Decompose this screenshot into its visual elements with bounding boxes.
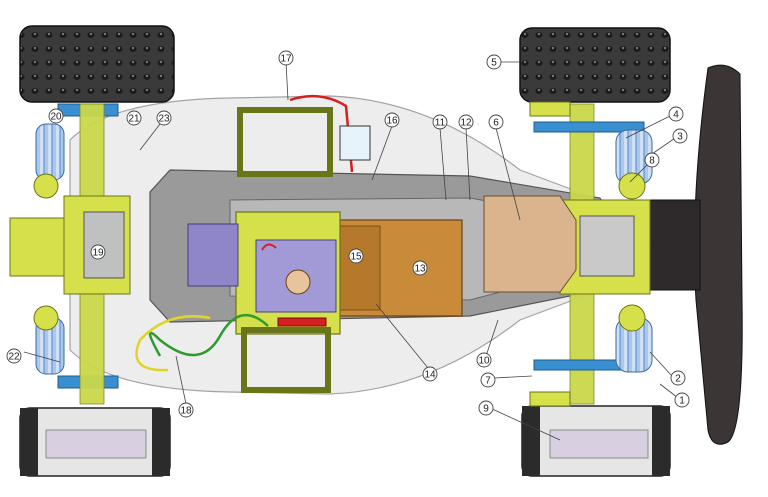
- rear-tire-top: [20, 26, 174, 102]
- callout-label-19: 19: [92, 248, 104, 259]
- motor-pinion: [286, 270, 310, 294]
- callout-label-10: 10: [478, 356, 490, 367]
- callout-marker-16: 16: [385, 113, 399, 127]
- callout-label-16: 16: [386, 116, 398, 127]
- callout-marker-19: 19: [91, 245, 105, 259]
- callout-label-14: 14: [424, 370, 436, 381]
- callout-label-21: 21: [128, 114, 140, 125]
- callout-marker-8: 8: [645, 153, 659, 167]
- callout-marker-7: 7: [481, 373, 495, 387]
- rear-tire-bottom: [20, 408, 170, 476]
- callout-marker-20: 20: [49, 109, 63, 123]
- callout-marker-10: 10: [477, 353, 491, 367]
- callout-label-5: 5: [491, 58, 497, 69]
- callout-label-1: 1: [679, 396, 685, 407]
- callout-label-22: 22: [8, 352, 20, 363]
- callout-marker-6: 6: [489, 115, 503, 129]
- callout-label-13: 13: [414, 264, 426, 275]
- callout-marker-13: 13: [413, 261, 427, 275]
- callout-marker-15: 15: [349, 249, 363, 263]
- battery-cell-left: [340, 226, 380, 310]
- callout-marker-14: 14: [423, 367, 437, 381]
- callout-marker-5: 5: [487, 55, 501, 69]
- callout-marker-9b: 9: [475, 116, 481, 127]
- callout-label-18: 18: [180, 406, 192, 417]
- servo-plate: [188, 224, 238, 286]
- callout-label-4: 4: [673, 110, 679, 121]
- front-bumper: [695, 65, 743, 444]
- callout-label-23: 23: [158, 114, 170, 125]
- front-tire-bottom: [522, 406, 670, 476]
- callout-label-2: 2: [675, 374, 681, 385]
- callout-marker-9: 9: [479, 401, 493, 415]
- gearbox: [484, 196, 576, 292]
- callout-marker-23: 23: [157, 111, 171, 125]
- callout-label-15: 15: [350, 252, 362, 263]
- callout-marker-2: 2: [671, 371, 685, 385]
- callout-marker-3: 3: [673, 129, 687, 143]
- callout-label-7: 7: [485, 376, 491, 387]
- callout-marker-4: 4: [669, 107, 683, 121]
- callout-marker-1: 1: [675, 393, 689, 407]
- callout-marker-18: 18: [179, 403, 193, 417]
- callout-label-11: 11: [435, 118, 446, 129]
- switch-box: [340, 126, 370, 160]
- callout-label-8: 8: [649, 156, 655, 167]
- callout-label-3: 3: [677, 132, 683, 143]
- callout-marker-21: 21: [127, 111, 141, 125]
- front-tire-top: [520, 28, 670, 102]
- red-connector: [278, 318, 326, 326]
- callout-marker-22: 22: [7, 349, 21, 363]
- callout-label-6: 6: [493, 118, 499, 129]
- callout-marker-17: 17: [279, 51, 293, 65]
- callout-marker-12: 12: [459, 115, 473, 129]
- callout-label-12: 12: [460, 118, 472, 129]
- callout-label-9: 9: [483, 404, 489, 415]
- callout-label-17: 17: [280, 54, 292, 65]
- callout-label-20: 20: [50, 112, 62, 123]
- callout-marker-11: 11: [433, 115, 447, 129]
